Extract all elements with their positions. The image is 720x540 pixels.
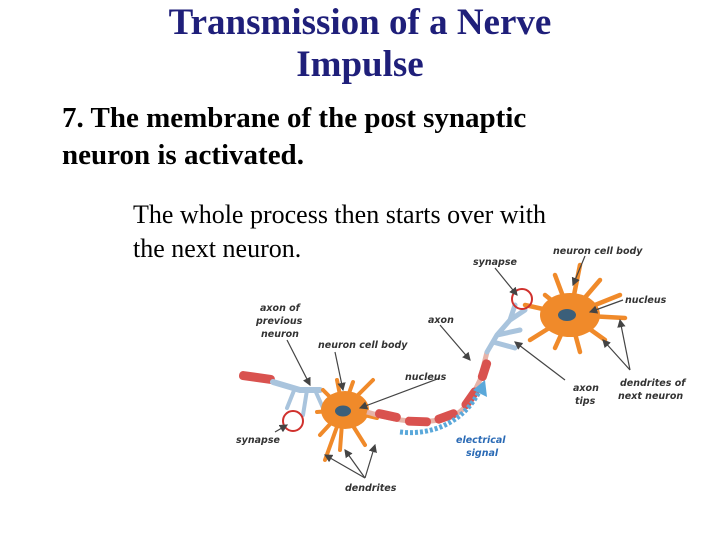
sub-point-line-2: the next neuron. [133, 234, 302, 263]
label-nucleus-mid: nucleus [405, 372, 447, 383]
label-synapse-top: synapse [473, 257, 517, 268]
title-line-2: Impulse [296, 44, 424, 85]
label-synapse-left: synapse [236, 435, 280, 446]
neuron-diagram: synapse neuron cell body nucleus axon of… [236, 246, 687, 494]
title-line-1: Transmission of a Nerve [168, 2, 552, 43]
main-point-line-2: neuron is activated. [62, 139, 304, 171]
pointer-arrows [274, 255, 631, 479]
electrical-signal-arrow [399, 388, 483, 436]
label-electrical-signal-1: electrical [456, 435, 506, 446]
label-axon-of-previous-1: axon of [260, 303, 302, 314]
axon-tips [484, 302, 528, 355]
label-axon-of-previous-3: neuron [261, 329, 299, 340]
left-nucleus [335, 405, 351, 417]
label-axon: axon [428, 315, 454, 326]
label-axon-tips-1: axon [573, 383, 599, 394]
label-dendrites-next-2: next neuron [618, 391, 683, 402]
main-axon [366, 351, 492, 427]
label-neuron-cell-body-top: neuron cell body [553, 246, 643, 257]
synapse-top-ring [511, 288, 533, 310]
main-point: 7. The membrane of the post synaptic neu… [62, 100, 682, 174]
right-neuron-body [522, 262, 628, 355]
slide-title: Transmission of a Nerve Impulse [60, 2, 660, 86]
label-dendrites-next-1: dendrites of [620, 378, 687, 389]
label-dendrites: dendrites [345, 483, 397, 494]
previous-axon [238, 371, 325, 417]
label-electrical-signal-2: signal [466, 448, 499, 459]
sub-point: The whole process then starts over with … [133, 198, 673, 266]
main-point-line-1: 7. The membrane of the post synaptic [62, 102, 527, 134]
electrical-signal-arrowhead [473, 380, 487, 397]
right-nucleus [558, 309, 576, 321]
synapse-left-ring [282, 410, 304, 432]
left-neuron-body [315, 378, 379, 462]
label-nucleus-right: nucleus [625, 295, 667, 306]
label-axon-tips-2: tips [575, 396, 596, 407]
label-axon-of-previous-2: previous [255, 316, 303, 327]
sub-point-line-1: The whole process then starts over with [133, 200, 547, 229]
label-neuron-cell-body-mid: neuron cell body [318, 340, 408, 351]
